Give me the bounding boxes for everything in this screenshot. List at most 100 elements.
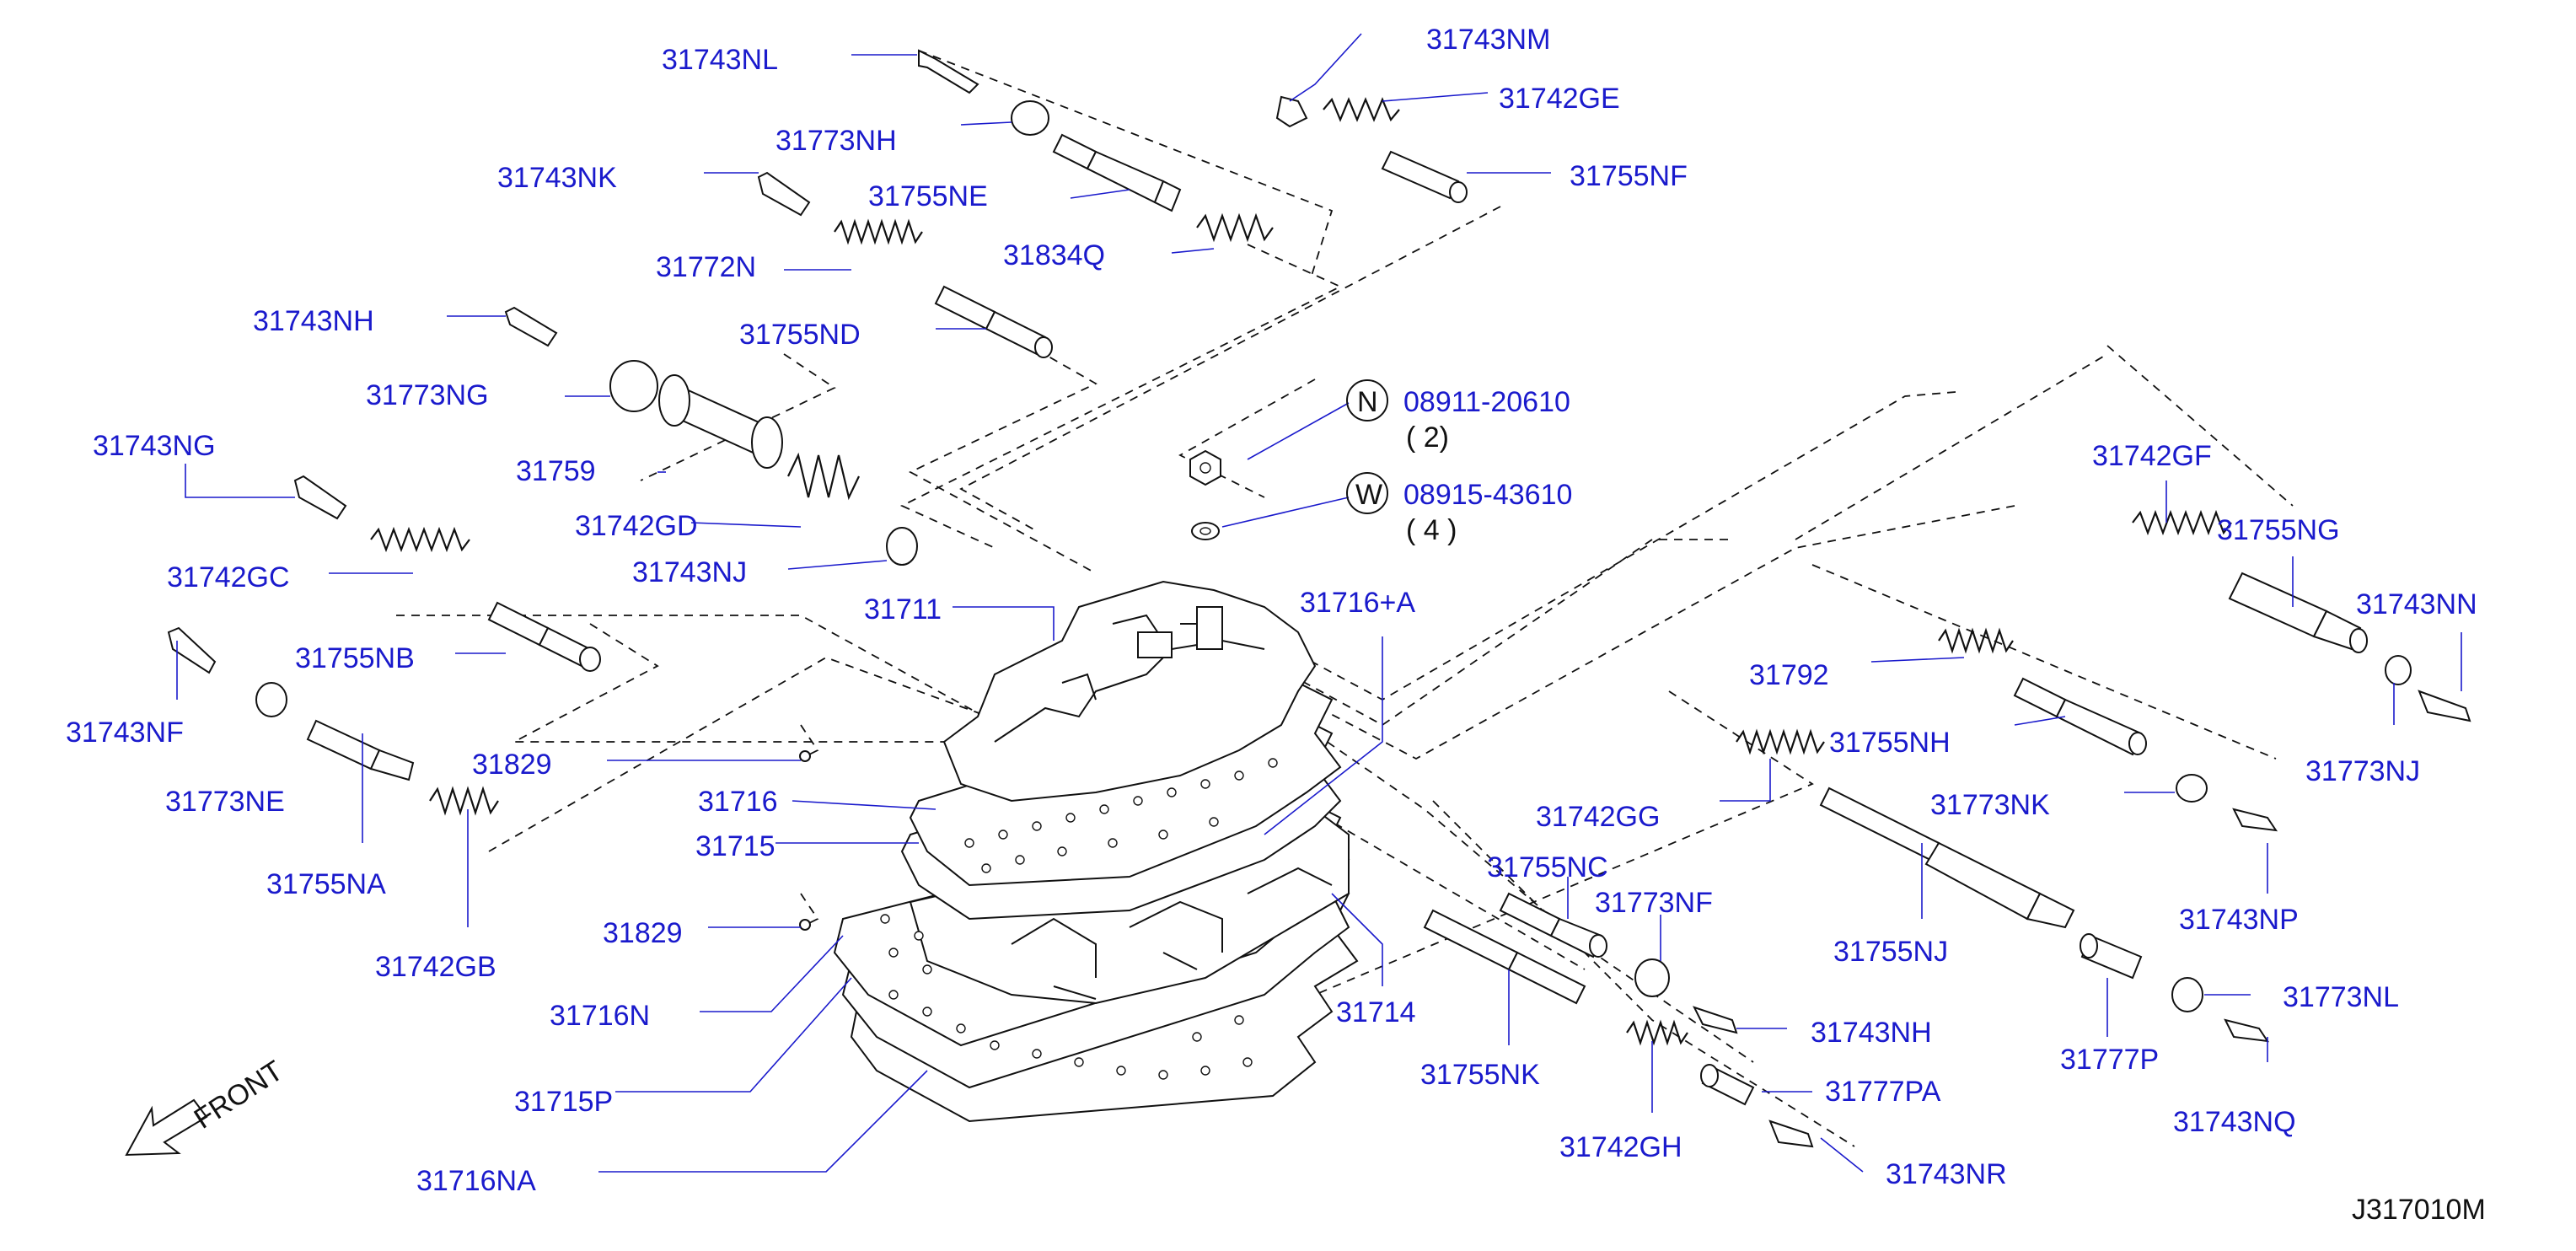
plug-31743NJ bbox=[886, 527, 918, 566]
spring-31742GF bbox=[2132, 509, 2232, 536]
label-31743NH-left: 31743NH bbox=[253, 305, 374, 337]
leader-lines bbox=[176, 33, 2462, 1173]
label-31715: 31715 bbox=[695, 830, 775, 862]
symbol-w: W bbox=[1355, 479, 1382, 511]
retainer-31743NP bbox=[2232, 808, 2278, 832]
retainer-31743NN bbox=[2418, 690, 2471, 722]
valve-31755ND bbox=[934, 285, 1053, 358]
label-31773NE: 31773NE bbox=[165, 786, 285, 818]
label-31714: 31714 bbox=[1336, 996, 1416, 1028]
fastener-w-part: 08915-43610 bbox=[1403, 479, 1572, 511]
label-31773NF: 31773NF bbox=[1595, 887, 1713, 919]
plug-31773NL bbox=[2171, 977, 2203, 1012]
part-labels: 31743NL 31743NM 31773NH 31742GE 31743NK … bbox=[66, 24, 2477, 1197]
valve-31777PA bbox=[1700, 1064, 1755, 1106]
retainer-31743NH-right bbox=[1693, 1006, 1738, 1034]
front-indicator: FRONT bbox=[125, 1055, 289, 1157]
front-arrow-icon bbox=[125, 1098, 208, 1157]
label-31711: 31711 bbox=[864, 593, 942, 626]
spring-31772N bbox=[834, 218, 923, 245]
spring-31742GE bbox=[1323, 97, 1400, 122]
ball-31829-lower bbox=[799, 919, 811, 931]
valve-31755NH bbox=[2013, 677, 2147, 756]
spring-31834Q bbox=[1196, 212, 1274, 243]
label-31743NG: 31743NG bbox=[93, 430, 216, 462]
label-31777PA: 31777PA bbox=[1825, 1076, 1941, 1108]
label-31716: 31716 bbox=[698, 786, 778, 818]
fastener-n-part: 08911-20610 bbox=[1403, 386, 1570, 418]
label-31743NQ: 31743NQ bbox=[2173, 1106, 2296, 1138]
label-31755NJ: 31755NJ bbox=[1833, 936, 1948, 968]
valve-31755NB bbox=[487, 601, 601, 672]
label-31773NG: 31773NG bbox=[366, 379, 489, 411]
spring-31742GB bbox=[429, 786, 499, 816]
components bbox=[167, 49, 2471, 1148]
spring-31742GC bbox=[370, 526, 470, 553]
plug-31773NH bbox=[1011, 100, 1049, 136]
fastener-callouts: N 08911-20610 ( 2) W 08915-43610 ( 4 ) bbox=[1346, 379, 1572, 546]
label-31777P: 31777P bbox=[2060, 1044, 2159, 1076]
label-31773NK: 31773NK bbox=[1930, 789, 2050, 821]
plug-31773NK bbox=[2176, 774, 2208, 803]
label-31743NK: 31743NK bbox=[497, 162, 617, 194]
valve-31755NF bbox=[1381, 150, 1468, 203]
label-31716NA: 31716NA bbox=[416, 1165, 536, 1197]
label-31743NJ: 31743NJ bbox=[632, 556, 747, 588]
label-31829-lower: 31829 bbox=[603, 917, 683, 949]
retainer-31743NH-left bbox=[504, 306, 558, 347]
valve-31755NJ bbox=[1819, 787, 2075, 929]
label-31755NA: 31755NA bbox=[266, 868, 386, 900]
label-31834Q: 31834Q bbox=[1003, 239, 1105, 271]
spring-31742GD bbox=[787, 452, 860, 501]
spring-31742GG bbox=[1736, 728, 1825, 755]
retainer-31743NR bbox=[1768, 1119, 1814, 1148]
label-31773NH: 31773NH bbox=[775, 125, 897, 157]
label-31772N: 31772N bbox=[656, 251, 756, 283]
plug-31773NF bbox=[1634, 958, 1670, 997]
valve-31755NA bbox=[306, 719, 415, 781]
label-31755NF: 31755NF bbox=[1570, 160, 1688, 192]
label-31759: 31759 bbox=[516, 455, 596, 487]
label-31755NG: 31755NG bbox=[2217, 514, 2340, 546]
label-31773NL: 31773NL bbox=[2283, 981, 2399, 1013]
label-31755ND: 31755ND bbox=[739, 319, 861, 351]
label-31742GF: 31742GF bbox=[2092, 440, 2212, 472]
symbol-n-circle bbox=[1346, 379, 1388, 421]
label-31742GD: 31742GD bbox=[575, 510, 698, 542]
valve-31755NE bbox=[1052, 133, 1182, 212]
plug-31773NJ bbox=[2385, 655, 2412, 685]
ball-31829-upper bbox=[799, 750, 811, 762]
plug-31773NE bbox=[255, 682, 287, 717]
valve-31755NG bbox=[2228, 572, 2368, 653]
spring-31792 bbox=[1938, 627, 2014, 654]
label-31743NP: 31743NP bbox=[2179, 904, 2299, 936]
label-31773NJ: 31773NJ bbox=[2305, 755, 2420, 787]
label-31716A: 31716+A bbox=[1300, 587, 1415, 619]
label-31743NH-right: 31743NH bbox=[1811, 1017, 1932, 1049]
fastener-w-qty: ( 4 ) bbox=[1406, 514, 1457, 546]
fastener-n-qty: ( 2) bbox=[1406, 421, 1449, 454]
label-31743NN: 31743NN bbox=[2356, 588, 2477, 620]
valve-31755NC bbox=[1499, 892, 1607, 958]
label-31755NB: 31755NB bbox=[295, 642, 415, 674]
label-31743NM: 31743NM bbox=[1426, 24, 1550, 56]
retainer-31743NM bbox=[1275, 95, 1308, 128]
label-31715P: 31715P bbox=[514, 1086, 613, 1118]
label-31716N: 31716N bbox=[550, 1000, 650, 1032]
label-31742GG: 31742GG bbox=[1536, 801, 1660, 833]
spring-31742GH bbox=[1626, 1019, 1688, 1046]
plate-holes bbox=[880, 758, 1278, 1080]
figure-code: J317010M bbox=[2352, 1194, 2486, 1226]
retainer-31743NQ bbox=[2224, 1018, 2270, 1043]
label-31792: 31792 bbox=[1749, 659, 1829, 691]
label-31755NC: 31755NC bbox=[1487, 851, 1608, 883]
label-31755NH: 31755NH bbox=[1829, 727, 1951, 759]
retainer-31743NK bbox=[757, 171, 811, 217]
label-31755NK: 31755NK bbox=[1420, 1059, 1540, 1091]
label-31755NE: 31755NE bbox=[868, 180, 988, 212]
valve-31777P bbox=[2080, 933, 2143, 980]
label-31742GC: 31742GC bbox=[167, 561, 290, 593]
retainer-31743NL bbox=[918, 49, 979, 94]
front-label: FRONT bbox=[189, 1055, 289, 1136]
